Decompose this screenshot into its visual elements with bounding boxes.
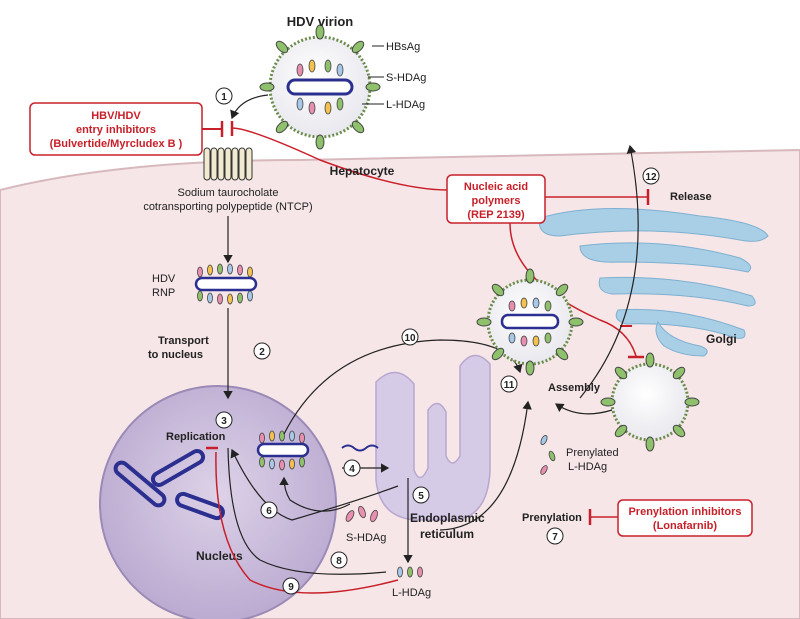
step-9: 9 [288,582,294,593]
release-label: Release [670,191,712,203]
shdag-virion-label: S-HDAg [386,72,426,84]
entry-inhibitor-line2: entry inhibitors [76,124,156,136]
step-12-marker [642,167,660,185]
golgi-apparatus [538,207,769,357]
step-3-marker [215,411,233,429]
ntcp-label-line2: cotransporting polypeptide (NTCP) [143,201,312,213]
step-markers [215,87,660,595]
step-1-marker [215,87,233,105]
hbsag-vesicle [600,352,700,452]
entry-inhibitor-line3: (Bulvertide/Myrcludex B ) [50,138,183,150]
hepatocyte-label: Hepatocyte [330,164,395,178]
step-8: 8 [336,556,342,567]
er-line1: Endoplasmic [410,511,485,525]
step-5-marker [412,486,430,504]
replicating-rnp [256,430,310,471]
hdv-rnp [194,263,258,305]
prenylated-line1: Prenylated [566,447,619,459]
nap-line1: Nucleic acid [464,181,528,193]
step-11: 11 [504,380,515,391]
step-2: 2 [259,347,265,358]
step-6-marker [260,501,278,519]
nap-line3: (REP 2139) [467,209,525,221]
step-4-marker [343,459,361,477]
step-2-marker [253,342,271,360]
rnp-line1: HDV [152,273,176,285]
assembling-virion [476,268,584,376]
shdag-proteins [345,505,378,523]
step-1: 1 [221,92,227,103]
step-6: 6 [266,506,272,517]
lhdag-proteins [397,566,423,578]
step-10-marker [401,328,419,346]
step-3: 3 [221,416,227,427]
step-10: 10 [404,333,416,344]
prenylation-inhibitor-line1: Prenylation inhibitors [628,506,741,518]
nap-inhibitor-box [446,174,546,224]
prenylation-inhibitor-box [617,499,753,537]
step-8-marker [330,551,348,569]
step-7: 7 [552,532,558,543]
lhdag-label: L-HDAg [392,587,431,599]
golgi-label: Golgi [706,332,737,346]
shdag-label: S-HDAg [346,532,386,544]
assembly-label: Assembly [548,382,601,394]
step-12: 12 [645,172,657,183]
virion-title: HDV virion [287,14,354,29]
nap-line2: polymers [472,195,521,207]
nucleus-label: Nucleus [196,549,243,563]
step-9-marker [282,577,300,595]
step-11-marker [500,375,518,393]
ntcp-label-line1: Sodium taurocholate [178,187,279,199]
ntcp-transporter [203,147,253,181]
step-4: 4 [349,464,355,475]
endoplasmic-reticulum [375,354,491,521]
step-5: 5 [418,491,424,502]
replication-label: Replication [166,431,226,443]
er-line2: reticulum [420,527,474,541]
transport-line1: Transport [158,335,209,347]
chromatin [113,449,225,521]
prenylated-line2: L-HDAg [568,461,607,473]
rnp-line2: RNP [152,287,175,299]
lhdag-virion-label: L-HDAg [386,99,425,111]
transport-line2: to nucleus [148,349,203,361]
step-7-marker [546,527,564,545]
hbsag-label: HBsAg [386,41,420,53]
prenylated-lhdag [540,434,556,475]
entry-inhibitor-line1: HBV/HDV [91,110,141,122]
prenylation-inhibitor-line2: (Lonafarnib) [653,520,717,532]
prenylation-label: Prenylation [522,512,582,524]
hdv-virion [259,24,381,150]
